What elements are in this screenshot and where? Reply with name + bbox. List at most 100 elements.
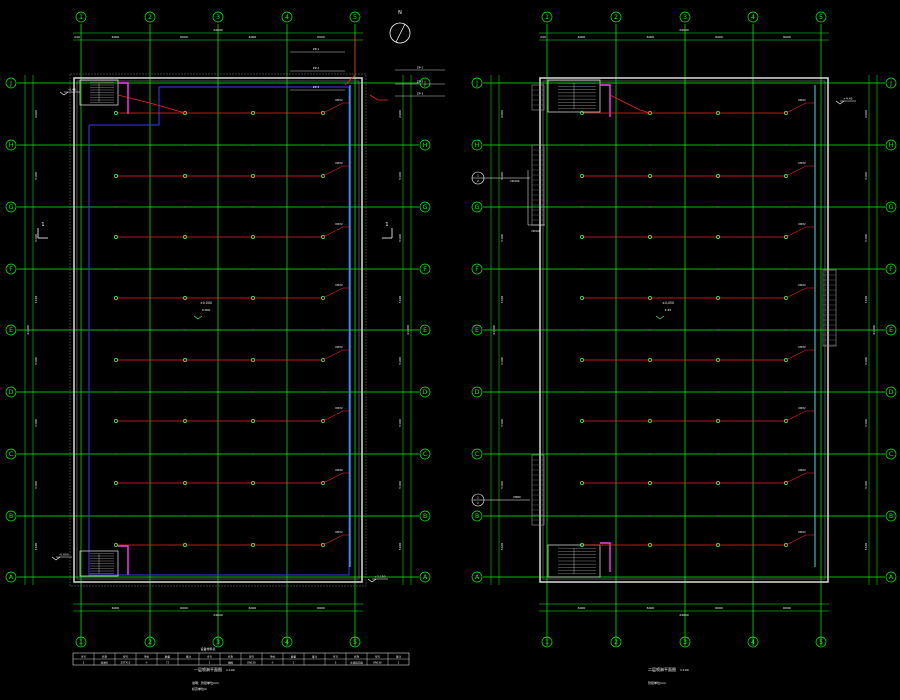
sprinkler-head-4-3	[321, 358, 325, 362]
axis-bubble-row-F	[885, 263, 897, 275]
branch-tag-7: DN32	[798, 530, 806, 534]
side-bracket	[527, 170, 545, 226]
side-ladder-3	[531, 84, 545, 111]
sprinkler-head-6-1	[183, 481, 187, 485]
feed-pipe	[609, 94, 651, 114]
table-header-cell-15: 备注	[396, 654, 402, 658]
detail-mark-top-0: 1	[477, 174, 479, 178]
sprinkler-head-5-2	[251, 419, 255, 423]
axis-label-col-3: 3	[216, 639, 220, 646]
axis-bubble-row-E	[419, 324, 431, 336]
axis-label-row-D: D	[423, 389, 428, 396]
dim-row-right-2: 5100	[864, 234, 868, 242]
dim-total-top: 24000	[679, 28, 689, 32]
axis-bubble-row-D	[885, 386, 897, 398]
axis-label-row-F: F	[889, 266, 893, 273]
axis-label-col-3: 3	[683, 14, 687, 21]
sprinkler-head-5-1	[648, 419, 652, 423]
right-plan-title: 二层喷淋平面图	[648, 666, 676, 672]
sprinkler-head-4-1	[648, 358, 652, 362]
table-data-cell-1: 喷淋头	[101, 660, 109, 664]
table-header-cell-12: 序号	[333, 654, 339, 658]
branch-connect-6	[322, 472, 350, 484]
axis-bubble-row-H	[471, 139, 483, 151]
dim-bay-bottom-3: 6000	[783, 606, 791, 610]
branch-tag-0: DN32	[335, 98, 343, 102]
right-plan-note-1: 管径单位mm	[648, 680, 666, 685]
north-arrow-needle	[395, 23, 406, 43]
dim-row-right-4: 5100	[864, 357, 868, 365]
dim-row-right-0: 2400	[864, 110, 868, 118]
sprinkler-head-1-2	[251, 174, 255, 178]
left-plan-scale: 1:100	[226, 668, 235, 672]
sprinkler-head-6-2	[251, 481, 255, 485]
sprinkler-head-2-1	[183, 235, 187, 239]
sprinkler-head-0-2	[716, 111, 720, 115]
axis-bubble-col-2	[144, 11, 156, 23]
branch-connect-1	[322, 165, 350, 177]
axis-bubble-row-H	[885, 139, 897, 151]
axis-bubble-col-1	[75, 11, 87, 23]
table-header-cell-2: 型号	[123, 654, 129, 658]
axis-label-row-C: C	[475, 451, 479, 458]
axis-bubble-row-C	[5, 448, 17, 460]
axis-bubble-row-C	[885, 448, 897, 460]
axis-bubble-row-A	[419, 571, 431, 583]
axis-label-row-G: G	[475, 204, 480, 211]
sprinkler-head-2-2	[716, 235, 720, 239]
elevation-value-0: -0.45	[68, 88, 76, 92]
branch-connect-2	[785, 226, 815, 238]
sprinkler-head-7-1	[648, 543, 652, 547]
sprinkler-head-5-0	[114, 419, 118, 423]
elevation-value-2: +2.150	[374, 575, 385, 579]
sprinkler-head-4-0	[580, 358, 584, 362]
stairwell-1	[547, 544, 601, 578]
axis-bubble-row-B	[885, 510, 897, 522]
axis-bubble-col-1	[75, 636, 87, 648]
sprinkler-head-4-2	[251, 358, 255, 362]
dim-row-right-1: 5100	[864, 172, 868, 180]
sprinkler-head-7-2	[251, 543, 255, 547]
right-note-0: ZP-1	[417, 66, 424, 70]
dim-row-left-3: 5100	[34, 296, 38, 304]
axis-label-row-A: A	[423, 574, 428, 581]
table-header-cell-4: 数量	[165, 654, 171, 658]
dim-bay-bottom-2: 6000	[715, 606, 723, 610]
sprinkler-head-3-2	[251, 296, 255, 300]
axis-bubble-row-J	[471, 77, 483, 89]
axis-label-col-4: 4	[285, 639, 289, 646]
table-data-cell-13: 水流指示器	[350, 660, 363, 664]
elevation-marker-0	[59, 91, 69, 96]
sprinkler-head-3-3	[321, 296, 325, 300]
sprinkler-head-3-0	[114, 296, 118, 300]
table-title: 设备材料表	[200, 646, 215, 651]
dim-row-right-5: 5100	[398, 419, 402, 427]
sprinkler-head-3-1	[183, 296, 187, 300]
center-elev-mark	[655, 315, 665, 320]
equipment-table: 设备材料表序号1名称喷淋头型号ZSTX15单位个数量72备注序号2名称闸阀型号D…	[72, 646, 410, 666]
right-note-1: ZP-2	[417, 80, 424, 84]
axis-label-col-4: 4	[751, 639, 755, 646]
dim-row-left-5: 5100	[34, 419, 38, 427]
outer-wall-hatch	[69, 73, 367, 587]
dim-row-left-2: 5100	[34, 234, 38, 242]
axis-label-row-D: D	[475, 389, 480, 396]
axis-bubble-row-A	[5, 571, 17, 583]
feed-pipe	[117, 94, 186, 114]
branch-tag-4: DN32	[335, 345, 343, 349]
sprinkler-head-7-0	[580, 543, 584, 547]
axis-label-row-B: B	[423, 513, 427, 520]
axis-label-col-5: 5	[353, 14, 357, 21]
axis-bubble-col-5	[815, 11, 827, 23]
dim-bay-bottom-1: 6000	[647, 606, 655, 610]
dim-total-right: 41400	[872, 325, 876, 335]
dim-bay-top-0: 6000	[578, 35, 586, 39]
interior-wall-line	[76, 80, 360, 580]
sprinkler-head-0-0	[114, 111, 118, 115]
top-note-0: ZP-1	[313, 47, 320, 51]
section-label-1: 1	[385, 222, 388, 228]
right-floor-plan: 1122334455600060006000600060006000600060…	[471, 11, 897, 648]
dim-bay-bottom-2: 6000	[249, 606, 257, 610]
axis-label-row-G: G	[889, 204, 894, 211]
axis-bubble-row-A	[885, 571, 897, 583]
